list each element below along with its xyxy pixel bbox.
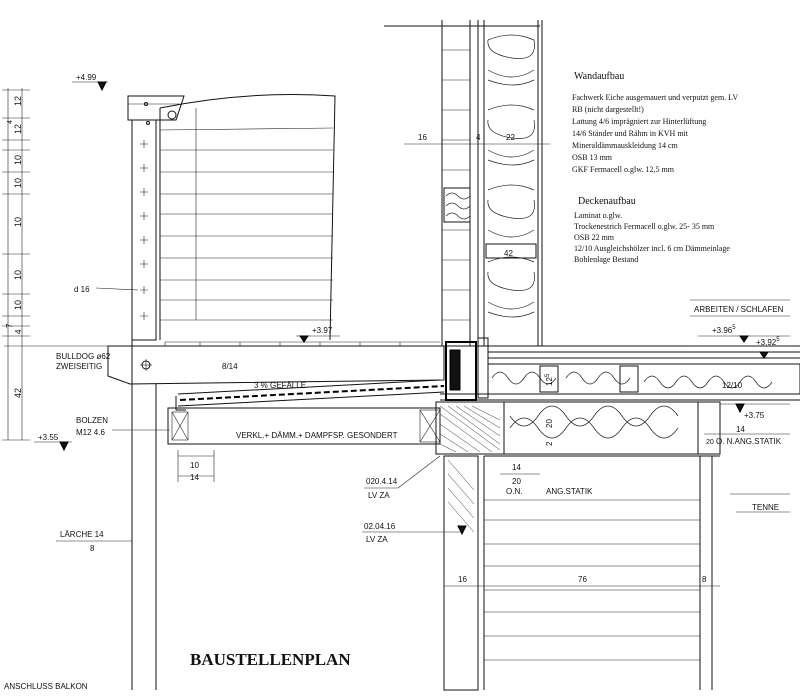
larch-sub-label: 8 bbox=[90, 544, 95, 553]
level-marker-top: +4.99 bbox=[72, 73, 108, 92]
beam2-20-label: 20 bbox=[512, 477, 521, 486]
lv2-unit: LV ZA bbox=[366, 535, 388, 544]
wall-section: 42 bbox=[384, 20, 543, 347]
floor-junction: +3.965 +3.925 12/10 +3.75 bbox=[440, 325, 800, 420]
level-floor-a-label: +3.965 bbox=[712, 325, 736, 335]
dim-left-7: 10 bbox=[13, 270, 23, 280]
lv-callout-1: 020.4.14 LV ZA bbox=[364, 455, 441, 500]
beam-size-label: 8/14 bbox=[222, 362, 238, 371]
dim-left-1: 12 bbox=[13, 96, 23, 106]
wall-line-4: 14/6 Ständer und Rähm in KVH mit bbox=[572, 129, 689, 138]
dim-bottom-14: 14 bbox=[190, 473, 199, 482]
level-left-label: +3.55 bbox=[38, 433, 59, 442]
post-diameter-label: d 16 bbox=[74, 285, 90, 294]
beam-statik-label: O. N.ANG.STATIK bbox=[716, 437, 782, 446]
balcony-boarding bbox=[159, 94, 336, 341]
dim-top-16: 16 bbox=[418, 133, 427, 142]
level-under-label: +3.75 bbox=[744, 411, 765, 420]
dim-left-3: 4 bbox=[7, 120, 14, 124]
ceiling-box-left: VERKL.+ DÄMM.+ DAMPFSP. GESONDERT bbox=[167, 407, 441, 445]
level-top-label: +4.99 bbox=[76, 73, 97, 82]
bolt-note: BOLZEN M12 4.6 bbox=[76, 416, 170, 437]
dim-bottom-76: 76 bbox=[578, 575, 587, 584]
tenne-label: TENNE bbox=[752, 503, 779, 512]
dim-left-10: 4 bbox=[14, 329, 23, 334]
dim-12-5: 125 bbox=[545, 373, 554, 386]
lv1-code: 020.4.14 bbox=[366, 477, 398, 486]
room-label-text: ARBEITEN / SCHLAFEN bbox=[694, 305, 784, 314]
level-balcony-label: +3.97 bbox=[312, 326, 333, 335]
wall-dim-42: 42 bbox=[504, 249, 513, 258]
ausgleich-label: 12/10 bbox=[722, 381, 743, 390]
balcony-beam: 8/14 +3.97 bbox=[107, 326, 445, 385]
beam2-14-label: 14 bbox=[512, 463, 521, 472]
bottom-dimension-chain: 16 76 8 bbox=[443, 570, 720, 600]
beam-20-label: 20 bbox=[706, 439, 714, 446]
level-floor-b-label: +3.925 bbox=[756, 337, 780, 347]
lv1-unit: LV ZA bbox=[368, 491, 390, 500]
dim-bottom-16: 16 bbox=[458, 575, 467, 584]
wall-line-3: Lattung 4/6 imprägniert zur Hinterlüftun… bbox=[572, 117, 706, 126]
sloped-membrane: 3 % GEFÄLLE bbox=[175, 379, 445, 411]
wall-line-5: Mineraldämmauskleidung 14 cm bbox=[572, 141, 679, 150]
bolt-label: BOLZEN bbox=[76, 416, 108, 425]
lv-callout-2: 02.04.16 LV ZA bbox=[362, 522, 467, 544]
dim-bottom-10: 10 bbox=[190, 461, 199, 470]
dim-left-11: 42 bbox=[13, 388, 23, 398]
main-beam-block: 125 20 2 14 20 O. N.ANG.STATIK bbox=[435, 373, 790, 455]
larch-label: LÄRCHE 14 bbox=[60, 530, 104, 539]
wall-dimension-top: 16 4 22 bbox=[404, 133, 550, 145]
on-label: O.N. bbox=[506, 487, 522, 496]
room-label-upper: ARBEITEN / SCHLAFEN bbox=[690, 299, 790, 317]
dim-left-6: 10 bbox=[13, 217, 23, 227]
wall-build-up-note: Wandaufbau Fachwerk Eiche ausgemauert un… bbox=[572, 71, 738, 174]
bulldog-sub-label: ZWEISEITIG bbox=[56, 362, 102, 371]
wall-heading: Wandaufbau bbox=[574, 71, 624, 82]
bolt-spec-label: M12 4.6 bbox=[76, 428, 105, 437]
connection-label: ANSCHLUSS BALKON bbox=[4, 682, 88, 691]
drawing-title: BAUSTELLENPLAN bbox=[190, 650, 351, 669]
wall-line-1: Fachwerk Eiche ausgemauert und verputzt … bbox=[572, 93, 738, 102]
dim-left-8: 10 bbox=[13, 300, 23, 310]
dim-left-5: 10 bbox=[13, 178, 23, 188]
insulation-note: VERKL.+ DÄMM.+ DAMPFSP. GESONDERT bbox=[236, 431, 398, 440]
ceiling-line-5: Bohlenlage Bestand bbox=[574, 255, 638, 264]
dim-2: 2 bbox=[545, 441, 554, 446]
wall-line-7: GKF Fermacell o.glw. 12,5 mm bbox=[572, 165, 675, 174]
ceiling-heading: Deckenaufbau bbox=[578, 196, 636, 207]
dim-left-2: 12 bbox=[13, 124, 23, 134]
bulldog-label: BULLDOG ø62 bbox=[56, 352, 111, 361]
ang-statik-label: ANG.STATIK bbox=[546, 487, 593, 496]
ceiling-line-1: Laminat o.glw. bbox=[574, 211, 622, 220]
room-label-lower: TENNE bbox=[730, 493, 790, 513]
wall-line-2: RB (nicht dargestellt!) bbox=[572, 105, 644, 114]
ceiling-build-up-note: Deckenaufbau Laminat o.glw. Trockenestri… bbox=[574, 196, 730, 264]
ceiling-line-3: OSB 22 mm bbox=[574, 233, 615, 242]
dim-left-9: 7 bbox=[5, 323, 14, 328]
balcony-post: d 16 bbox=[74, 95, 185, 690]
left-dimension-chain: 12 12 4 10 10 10 10 10 7 4 42 bbox=[2, 88, 30, 441]
dim-bottom-8: 8 bbox=[702, 575, 707, 584]
lower-structure: 14 20 O.N. ANG.STATIK bbox=[443, 455, 720, 691]
slope-label: 3 % GEFÄLLE bbox=[254, 381, 306, 390]
dim-20: 20 bbox=[545, 419, 554, 428]
dim-left-4: 10 bbox=[13, 155, 23, 165]
dim-top-4: 4 bbox=[476, 133, 481, 142]
ceiling-line-2: Trockenestrich Fermacell o.glw. 25- 35 m… bbox=[574, 222, 715, 231]
beam-dimension-bottom: 10 14 bbox=[177, 450, 215, 482]
ceiling-line-4: 12/10 Ausgleichshölzer incl. 6 cm Dämmei… bbox=[574, 244, 730, 253]
wall-line-6: OSB 13 mm bbox=[572, 153, 613, 162]
level-marker-left: +3.55 bbox=[34, 433, 72, 452]
dim-top-22: 22 bbox=[506, 133, 515, 142]
lv2-code: 02.04.16 bbox=[364, 522, 396, 531]
beam-14-label: 14 bbox=[736, 425, 745, 434]
